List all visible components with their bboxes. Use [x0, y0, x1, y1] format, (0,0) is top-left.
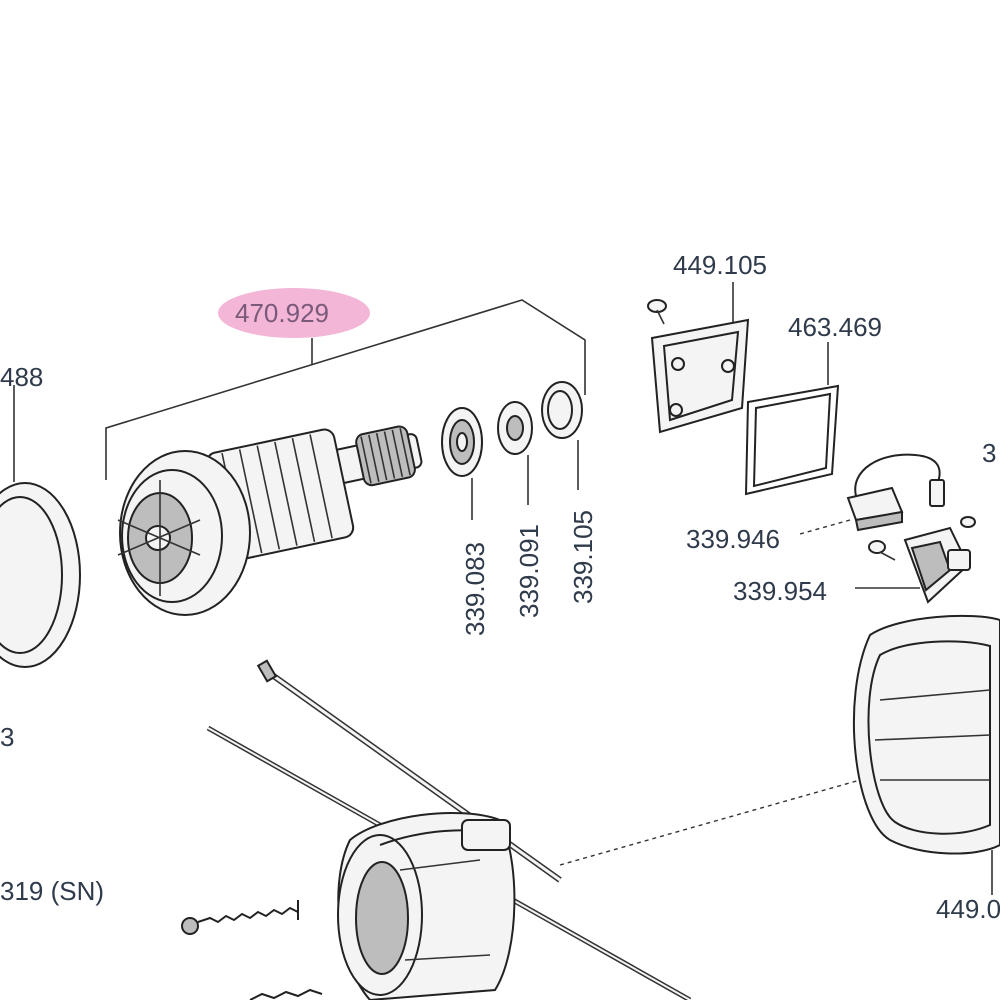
screw-icon — [181, 900, 299, 935]
washer-339091[interactable] — [497, 401, 533, 505]
bushing-339105[interactable] — [541, 381, 583, 490]
carbon-brush-339946[interactable] — [799, 453, 945, 535]
part-number-488[interactable]: 488 — [0, 362, 43, 392]
part-number-449105[interactable]: 449.105 — [673, 250, 767, 280]
part-number-463469[interactable]: 463.469 — [788, 312, 882, 342]
part-number-339105[interactable]: 339.105 — [568, 510, 598, 604]
motor-housing-right[interactable] — [852, 614, 1000, 895]
part-number-339083[interactable]: 339.083 — [460, 542, 490, 636]
assembly-bracket — [105, 299, 586, 480]
part-number-339954[interactable]: 339.954 — [733, 576, 827, 606]
highlight-ellipse — [218, 288, 370, 338]
gasket-463469[interactable] — [744, 342, 840, 496]
part-number-339091[interactable]: 339.091 — [514, 524, 544, 618]
screw-icon — [960, 516, 976, 528]
screw-icon — [249, 988, 323, 1000]
part-number-449-partial[interactable]: 449.0 — [936, 894, 1000, 924]
part-number-470929[interactable]: 470.929 — [235, 298, 329, 328]
part-number-339946[interactable]: 339.946 — [686, 524, 780, 554]
stator-field-coil[interactable] — [337, 811, 516, 1000]
part-number-3-left-partial[interactable]: 3 — [0, 722, 14, 752]
screw-icon — [647, 299, 667, 325]
brush-holder-339954[interactable] — [855, 516, 976, 604]
part-number-3-right-partial[interactable]: 3 — [982, 438, 996, 468]
ring-washer-488[interactable] — [0, 385, 81, 668]
assembly-axis-line — [559, 779, 861, 866]
part-number-319-sn[interactable]: 319 (SN) — [0, 876, 104, 906]
brush-cover-plate[interactable] — [647, 282, 750, 434]
armature-rotor[interactable] — [117, 425, 423, 616]
screw-icon — [868, 540, 896, 561]
bearing-339083[interactable] — [441, 407, 483, 520]
